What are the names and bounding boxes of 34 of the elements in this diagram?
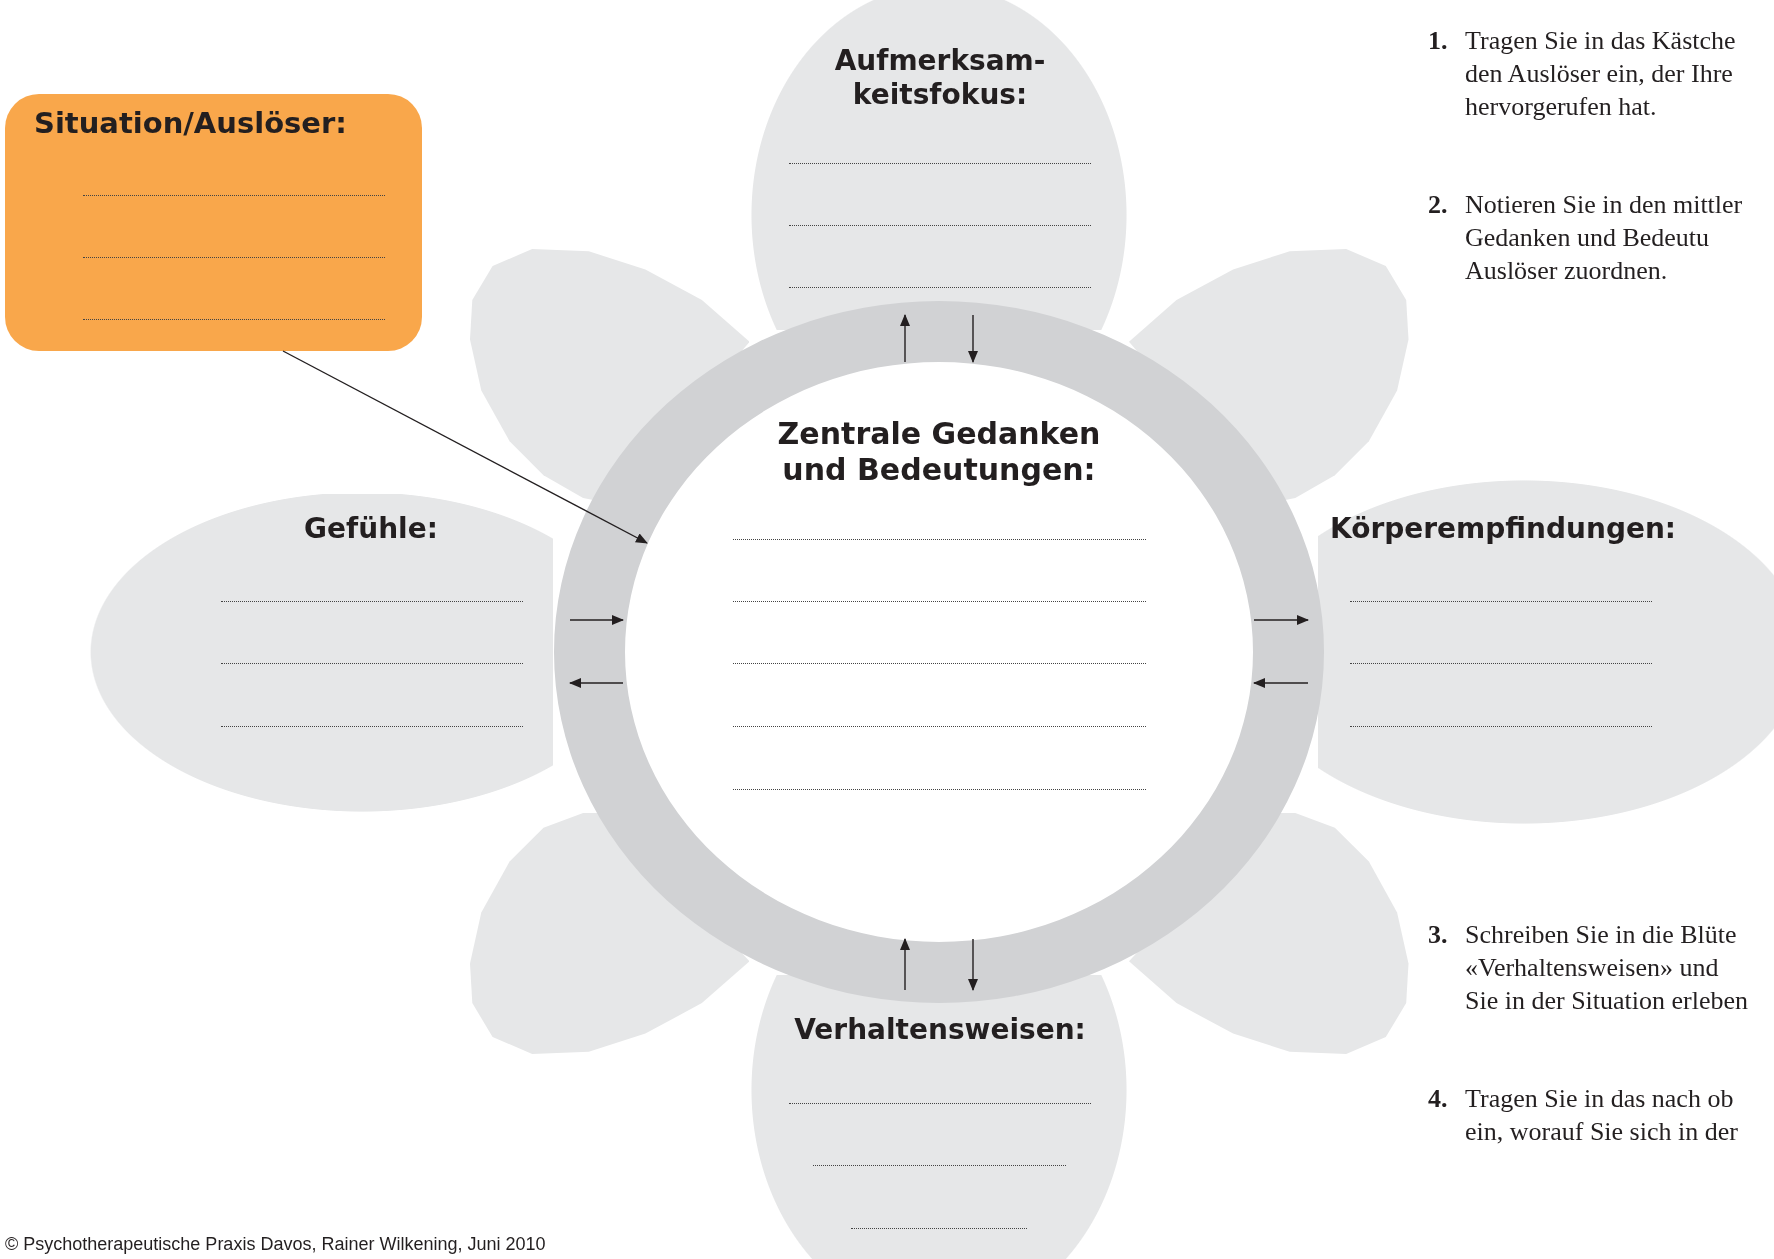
instruction-text: Notieren Sie in den mittler [1465,189,1743,221]
arrow [1253,615,1309,625]
instruction-text: Tragen Sie in das nach ob [1465,1083,1734,1115]
instruction-text: Gedanken und Bedeutu [1465,222,1710,254]
heading: Körperempfindungen: [1330,512,1678,546]
arrow [968,938,978,991]
heading: Aufmerksam- keitsfokus: [833,44,1047,112]
step-number: 2. [1428,189,1448,221]
instruction-text: Sie in der Situation erleben [1465,985,1749,1017]
heading: Zentrale Gedanken und Bedeutungen: [776,416,1102,488]
step-number: 3. [1428,919,1448,951]
petal-shape [469,813,749,1055]
arrow [1253,678,1309,688]
arrow [569,678,624,688]
callout-box [5,94,422,351]
instruction-text: Auslöser zuordnen. [1465,255,1668,287]
instruction-text: den Auslöser ein, der Ihre [1465,58,1733,90]
step-number: 4. [1428,1083,1448,1115]
heading: Gefühle: [303,512,439,546]
heading: Verhaltensweisen: [793,1013,1087,1047]
instruction-text: «Verhaltensweisen» und [1465,952,1719,984]
arrow [900,938,910,991]
instruction-text: hervorgerufen hat. [1465,91,1657,123]
heading: Situation/Auslöser: [34,106,348,141]
step-number: 1. [1428,25,1448,57]
instruction-text: Schreiben Sie in die Blüte [1465,919,1737,951]
copyright-note: © Psychotherapeutische Praxis Davos, Rainer Wilkening, Juni 2010 [5,1234,546,1255]
petal-shape [1129,813,1409,1055]
arrow [968,314,978,363]
instruction-text: Tragen Sie in das Kästche [1465,25,1736,57]
instruction-text: ein, worauf Sie sich in der [1465,1116,1738,1148]
arrow [900,314,910,363]
arrow [282,350,648,544]
arrow [569,615,624,625]
